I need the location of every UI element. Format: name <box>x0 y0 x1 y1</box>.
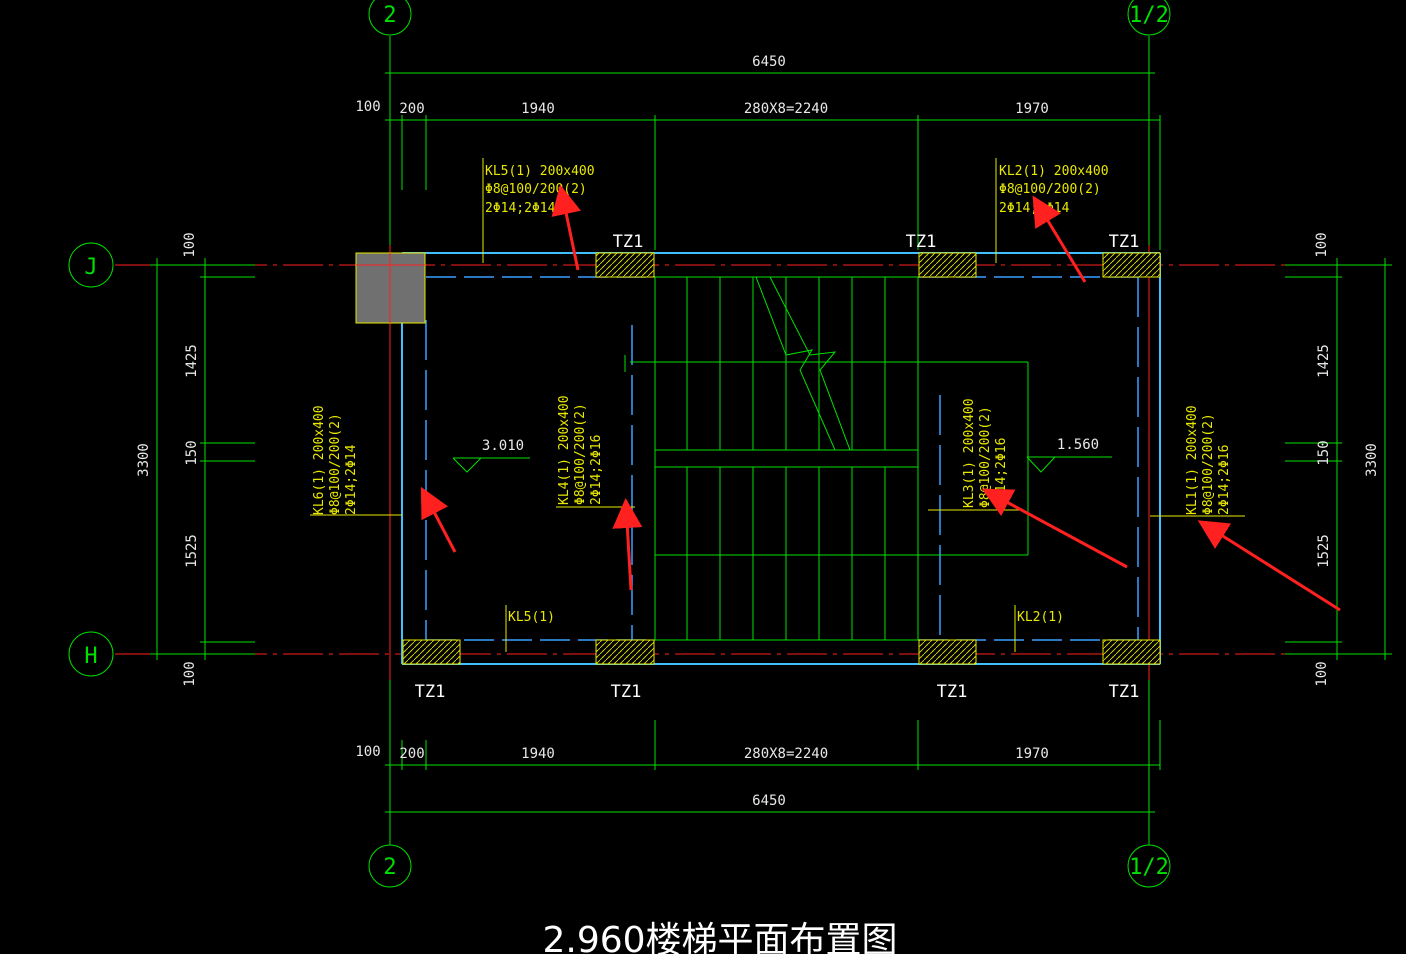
svg-text:TZ1: TZ1 <box>1109 232 1140 252</box>
svg-text:100: 100 <box>1314 661 1330 686</box>
beam-label-kl2: KL2(1) 200x400 Φ8@100/200(2) 2Φ14;2Φ14 <box>995 158 1109 263</box>
elevation-right: 1.560 <box>1026 437 1112 473</box>
svg-text:280X8=2240: 280X8=2240 <box>744 101 828 117</box>
svg-text:2Φ14;2Φ16: 2Φ14;2Φ16 <box>1217 445 1232 515</box>
svg-text:Φ8@100/200(2): Φ8@100/200(2) <box>485 182 587 197</box>
red-arrows <box>420 184 1341 612</box>
svg-text:KL3(1) 200x400: KL3(1) 200x400 <box>962 398 977 508</box>
svg-text:1970: 1970 <box>1015 746 1049 762</box>
svg-text:KL5(1) 200x400: KL5(1) 200x400 <box>485 164 595 179</box>
svg-text:150: 150 <box>1316 440 1332 465</box>
svg-text:3300: 3300 <box>136 443 152 477</box>
svg-text:Φ8@100/200(2): Φ8@100/200(2) <box>999 182 1101 197</box>
svg-text:KL4(1) 200x400: KL4(1) 200x400 <box>557 395 572 505</box>
svg-text:Φ8@100/200(2): Φ8@100/200(2) <box>978 406 993 508</box>
svg-text:100: 100 <box>355 744 380 760</box>
beam-label-kl2-short: KL2(1) <box>1014 605 1064 652</box>
axis-lines <box>115 225 1290 700</box>
svg-text:KL6(1) 200x400: KL6(1) 200x400 <box>312 405 327 515</box>
svg-text:Φ8@100/200(2): Φ8@100/200(2) <box>328 413 343 515</box>
svg-text:1425: 1425 <box>184 344 200 378</box>
dim-bottom: 100 200 1940 280X8=2240 1970 6450 <box>355 680 1161 845</box>
dim-top: 6450 100 200 1940 280X8=2240 1970 <box>355 36 1161 250</box>
arrow-kl2 <box>1032 195 1087 283</box>
svg-text:2Φ14;2Φ14: 2Φ14;2Φ14 <box>999 201 1070 216</box>
axis-bubble-top-right: 1/2 <box>1127 0 1171 36</box>
svg-text:1970: 1970 <box>1015 101 1049 117</box>
svg-text:TZ1: TZ1 <box>613 232 644 252</box>
svg-text:TZ1: TZ1 <box>1109 682 1140 702</box>
svg-text:J: J <box>84 255 97 280</box>
svg-text:100: 100 <box>182 232 198 257</box>
svg-text:Φ8@100/200(2): Φ8@100/200(2) <box>573 403 588 505</box>
arrow-kl4 <box>612 498 643 591</box>
svg-text:TZ1: TZ1 <box>906 232 937 252</box>
svg-text:1/2: 1/2 <box>1129 855 1169 880</box>
svg-text:6450: 6450 <box>752 793 786 809</box>
axis-bubble-bottom-right: 1/2 <box>1127 844 1171 888</box>
svg-text:200: 200 <box>399 746 424 762</box>
svg-text:1940: 1940 <box>521 746 555 762</box>
tz-columns <box>402 252 1161 665</box>
svg-text:TZ1: TZ1 <box>937 682 968 702</box>
svg-text:1525: 1525 <box>1316 534 1332 568</box>
arrow-kl5 <box>551 184 581 271</box>
svg-text:KL1(1) 200x400: KL1(1) 200x400 <box>1185 405 1200 515</box>
svg-text:1525: 1525 <box>184 534 200 568</box>
svg-text:TZ1: TZ1 <box>611 682 642 702</box>
svg-text:100: 100 <box>355 99 380 115</box>
beam-label-kl1: KL1(1) 200x400 Φ8@100/200(2) 2Φ14;2Φ16 <box>1185 405 1232 515</box>
svg-text:2Φ14;2Φ16: 2Φ14;2Φ16 <box>994 438 1009 508</box>
svg-text:1425: 1425 <box>1316 344 1332 378</box>
arrow-kl3 <box>981 488 1128 569</box>
axis-bubble-bottom-left: 2 <box>368 844 412 888</box>
svg-text:H: H <box>84 644 97 669</box>
arrow-kl6 <box>420 486 457 553</box>
svg-text:2Φ14;2Φ16: 2Φ14;2Φ16 <box>589 435 604 505</box>
drawing-title: 2.960楼梯平面布置图 <box>542 920 897 954</box>
axis-bubble-H: H <box>68 631 114 677</box>
arrow-kl1 <box>1197 520 1341 612</box>
beam-label-kl5: KL5(1) 200x400 Φ8@100/200(2) 2Φ14;2Φ14 <box>482 158 595 263</box>
dim-right: 100 1425 150 1525 100 3300 <box>1285 232 1392 687</box>
svg-text:150: 150 <box>184 440 200 465</box>
beam-label-kl4: KL4(1) 200x400 Φ8@100/200(2) 2Φ14;2Φ16 <box>557 395 604 505</box>
svg-text:280X8=2240: 280X8=2240 <box>744 746 828 762</box>
svg-text:1.560: 1.560 <box>1057 437 1099 453</box>
axis-bubble-J: J <box>68 242 114 288</box>
svg-text:KL5(1): KL5(1) <box>508 610 555 625</box>
svg-text:2: 2 <box>383 3 396 28</box>
svg-text:2Φ14;2Φ14: 2Φ14;2Φ14 <box>344 444 359 515</box>
svg-text:KL2(1) 200x400: KL2(1) 200x400 <box>999 164 1109 179</box>
svg-text:6450: 6450 <box>752 54 786 70</box>
tz-labels: TZ1 TZ1 TZ1 TZ1 TZ1 TZ1 TZ1 <box>415 232 1140 702</box>
beam-label-kl5-short: KL5(1) <box>505 605 555 652</box>
elevation-left: 3.010 <box>452 438 530 473</box>
dim-left: 100 1425 150 1525 100 3300 <box>136 232 255 687</box>
svg-text:2: 2 <box>383 855 396 880</box>
column-corner <box>355 252 426 324</box>
svg-text:3.010: 3.010 <box>482 438 524 454</box>
svg-text:1940: 1940 <box>521 101 555 117</box>
svg-text:3300: 3300 <box>1364 443 1380 477</box>
beam-label-kl3: KL3(1) 200x400 Φ8@100/200(2) 2Φ14;2Φ16 <box>962 398 1009 508</box>
svg-text:Φ8@100/200(2): Φ8@100/200(2) <box>1201 413 1216 515</box>
svg-text:100: 100 <box>182 661 198 686</box>
svg-text:1/2: 1/2 <box>1129 3 1169 28</box>
axis-bubble-top-left: 2 <box>368 0 412 36</box>
svg-text:TZ1: TZ1 <box>415 682 446 702</box>
svg-text:KL2(1): KL2(1) <box>1017 610 1064 625</box>
svg-text:200: 200 <box>399 101 424 117</box>
svg-text:2Φ14;2Φ14: 2Φ14;2Φ14 <box>485 201 556 216</box>
svg-text:100: 100 <box>1314 232 1330 257</box>
beam-label-kl6: KL6(1) 200x400 Φ8@100/200(2) 2Φ14;2Φ14 <box>312 405 359 515</box>
